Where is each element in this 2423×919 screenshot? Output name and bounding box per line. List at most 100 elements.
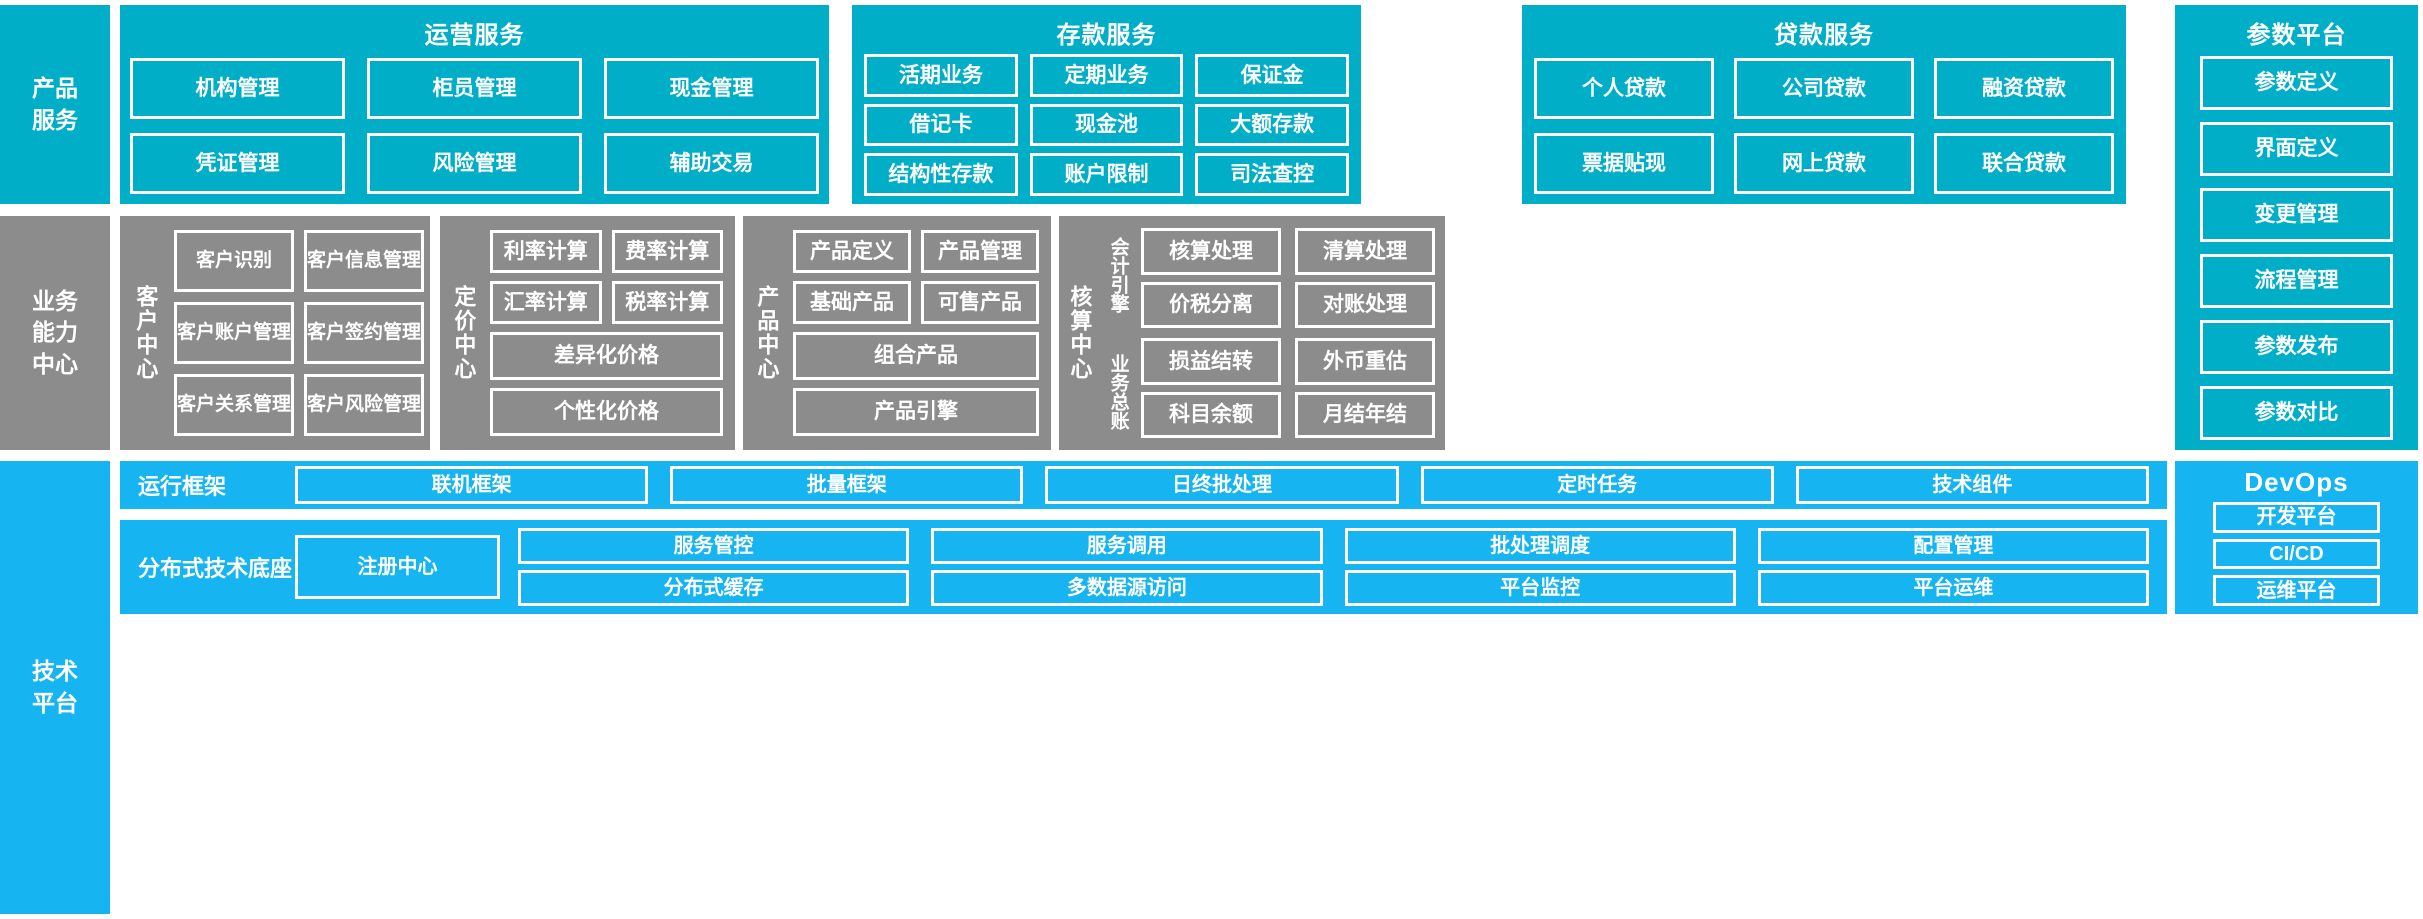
accounting-grid-top: 核算处理 清算处理 价税分离 对账处理 (1141, 228, 1435, 328)
deposit-item-7[interactable]: 账户限制 (1029, 153, 1184, 196)
deposit-item-5[interactable]: 大额存款 (1195, 103, 1349, 147)
panel-operation-service: 运营服务 机构管理 柜员管理 现金管理 凭证管理 风险管理 辅助交易 (120, 5, 829, 204)
operation-item-5[interactable]: 辅助交易 (604, 133, 819, 194)
deposit-item-0[interactable]: 活期业务 (864, 54, 1018, 97)
panel-pricing-center: 定价中心 利率计算 费率计算 汇率计算 税率计算 差异化价格 个性化价格 (440, 216, 735, 450)
loan-item-4[interactable]: 网上贷款 (1734, 133, 1914, 194)
runtime-item-4[interactable]: 技术组件 (1795, 466, 2149, 504)
devops-item-1[interactable]: CI/CD (2213, 538, 2380, 570)
pricing-item-1[interactable]: 费率计算 (611, 230, 723, 273)
deposit-item-8[interactable]: 司法查控 (1195, 153, 1349, 196)
runtime-framework-label: 运行框架 (138, 474, 227, 499)
accounting-item-1[interactable]: 清算处理 (1295, 228, 1435, 275)
devops-item-2[interactable]: 运维平台 (2213, 575, 2380, 606)
customer-item-1[interactable]: 客户信息管理 (304, 230, 425, 292)
devops-grid: 开发平台 CI/CD 运维平台 (2175, 498, 2418, 614)
product-wide-item-0[interactable]: 组合产品 (793, 332, 1039, 380)
layer-label-line-2: 服务 (32, 106, 78, 133)
accounting-item-0[interactable]: 核算处理 (1141, 228, 1281, 275)
parameter-item-4[interactable]: 参数发布 (2200, 320, 2393, 374)
pricing-item-0[interactable]: 利率计算 (490, 230, 602, 273)
runtime-item-2[interactable]: 日终批处理 (1045, 466, 1399, 504)
business-label-line-3: 中心 (32, 350, 78, 377)
distributed-tech-base-grid: 服务管控 服务调用 批处理调度 配置管理 分布式缓存 多数据源访问 平台监控 平… (500, 520, 2167, 614)
parameter-item-2[interactable]: 变更管理 (2200, 188, 2393, 242)
product-item-3[interactable]: 可售产品 (921, 281, 1039, 324)
runtime-item-1[interactable]: 批量框架 (670, 466, 1024, 504)
pricing-wide-item-1[interactable]: 个性化价格 (490, 388, 723, 436)
deposit-item-6[interactable]: 结构性存款 (864, 153, 1018, 196)
accounting-center-vertical-label: 核算中心 (1067, 285, 1093, 381)
panel-parameter-platform: 参数平台 参数定义 界面定义 变更管理 流程管理 参数发布 参数对比 (2175, 5, 2418, 450)
loan-item-5[interactable]: 联合贷款 (1934, 133, 2114, 194)
accounting-sub-label-1: 业务总账 (1107, 353, 1129, 430)
accounting-item-2[interactable]: 价税分离 (1141, 281, 1281, 328)
product-wide-item-1[interactable]: 产品引擎 (793, 388, 1039, 436)
distributed-tech-base-label: 分布式技术底座 (138, 556, 293, 581)
parameter-item-0[interactable]: 参数定义 (2200, 56, 2393, 110)
parameter-item-1[interactable]: 界面定义 (2200, 122, 2393, 176)
parameter-item-5[interactable]: 参数对比 (2200, 386, 2393, 440)
business-label-line-1: 业务 (32, 288, 78, 315)
deposit-item-4[interactable]: 现金池 (1029, 103, 1184, 147)
accounting-item-3[interactable]: 对账处理 (1295, 281, 1435, 328)
customer-item-4[interactable]: 客户关系管理 (174, 374, 295, 436)
accounting-item-6[interactable]: 科目余额 (1141, 391, 1281, 438)
panel-title-devops: DevOps (2244, 467, 2349, 497)
runtime-item-0[interactable]: 联机框架 (295, 466, 649, 504)
pricing-item-2[interactable]: 汇率计算 (490, 281, 602, 324)
customer-item-3[interactable]: 客户签约管理 (304, 302, 425, 364)
loan-item-3[interactable]: 票据贴现 (1534, 133, 1714, 194)
loan-item-2[interactable]: 融资贷款 (1934, 58, 2114, 119)
operation-item-1[interactable]: 柜员管理 (367, 58, 582, 119)
dtb-item-5[interactable]: 多数据源访问 (931, 570, 1323, 606)
operation-item-3[interactable]: 凭证管理 (130, 133, 345, 194)
customer-item-0[interactable]: 客户识别 (174, 230, 295, 292)
band-runtime-framework: 运行框架 联机框架 批量框架 日终批处理 定时任务 技术组件 (120, 461, 2167, 509)
panel-title-deposit-service: 存款服务 (1056, 22, 1157, 49)
parameter-item-3[interactable]: 流程管理 (2200, 254, 2393, 308)
deposit-item-1[interactable]: 定期业务 (1029, 54, 1184, 97)
deposit-service-grid: 活期业务 定期业务 保证金 借记卡 现金池 大额存款 结构性存款 账户限制 司法… (852, 50, 1361, 204)
dtb-item-6[interactable]: 平台监控 (1344, 570, 1736, 606)
pricing-item-3[interactable]: 税率计算 (611, 281, 723, 324)
product-item-0[interactable]: 产品定义 (793, 230, 911, 273)
parameter-platform-grid: 参数定义 界面定义 变更管理 流程管理 参数发布 参数对比 (2175, 50, 2418, 450)
panel-accounting-center: 核算中心 会计引擎 业务总账 核算处理 清算处理 价税分离 对账处理 损益结转 … (1059, 216, 1445, 450)
dtb-item-2[interactable]: 批处理调度 (1344, 528, 1736, 564)
operation-item-2[interactable]: 现金管理 (604, 58, 819, 119)
dtb-item-3[interactable]: 配置管理 (1757, 528, 2149, 564)
panel-product-center: 产品中心 产品定义 产品管理 基础产品 可售产品 组合产品 产品引擎 (743, 216, 1051, 450)
product-item-1[interactable]: 产品管理 (921, 230, 1039, 273)
operation-item-0[interactable]: 机构管理 (130, 58, 345, 119)
registry-center-box[interactable]: 注册中心 (295, 535, 500, 599)
tech-label-line-2: 平台 (32, 689, 78, 716)
product-item-2[interactable]: 基础产品 (793, 281, 911, 324)
accounting-item-5[interactable]: 外币重估 (1295, 338, 1435, 385)
customer-center-grid: 客户识别 客户信息管理 客户账户管理 客户签约管理 客户关系管理 客户风险管理 (170, 216, 436, 450)
business-label-line-2: 能力 (32, 319, 78, 346)
customer-item-2[interactable]: 客户账户管理 (174, 302, 295, 364)
product-center-vertical-label: 产品中心 (754, 285, 780, 381)
layer-label-product-service: 产品 服务 (0, 5, 110, 204)
dtb-item-1[interactable]: 服务调用 (931, 528, 1323, 564)
deposit-item-3[interactable]: 借记卡 (864, 103, 1018, 147)
customer-center-vertical-label: 客户中心 (133, 285, 159, 381)
deposit-item-2[interactable]: 保证金 (1195, 54, 1349, 97)
loan-item-0[interactable]: 个人贷款 (1534, 58, 1714, 119)
accounting-item-7[interactable]: 月结年结 (1295, 391, 1435, 438)
accounting-sub-labels: 会计引擎 业务总账 (1099, 216, 1137, 450)
pricing-wide-item-0[interactable]: 差异化价格 (490, 332, 723, 380)
panel-customer-center: 客户中心 客户识别 客户信息管理 客户账户管理 客户签约管理 客户关系管理 客户… (120, 216, 430, 450)
loan-item-1[interactable]: 公司贷款 (1734, 58, 1914, 119)
dtb-item-4[interactable]: 分布式缓存 (518, 570, 910, 606)
pricing-center-vertical-label: 定价中心 (451, 285, 477, 381)
dtb-item-7[interactable]: 平台运维 (1757, 570, 2149, 606)
runtime-item-3[interactable]: 定时任务 (1420, 466, 1774, 504)
customer-item-5[interactable]: 客户风险管理 (304, 374, 425, 436)
dtb-item-0[interactable]: 服务管控 (518, 528, 910, 564)
layer-label-line-1: 产品 (32, 75, 78, 102)
devops-item-0[interactable]: 开发平台 (2213, 502, 2380, 533)
operation-item-4[interactable]: 风险管理 (367, 133, 582, 194)
accounting-item-4[interactable]: 损益结转 (1141, 338, 1281, 385)
